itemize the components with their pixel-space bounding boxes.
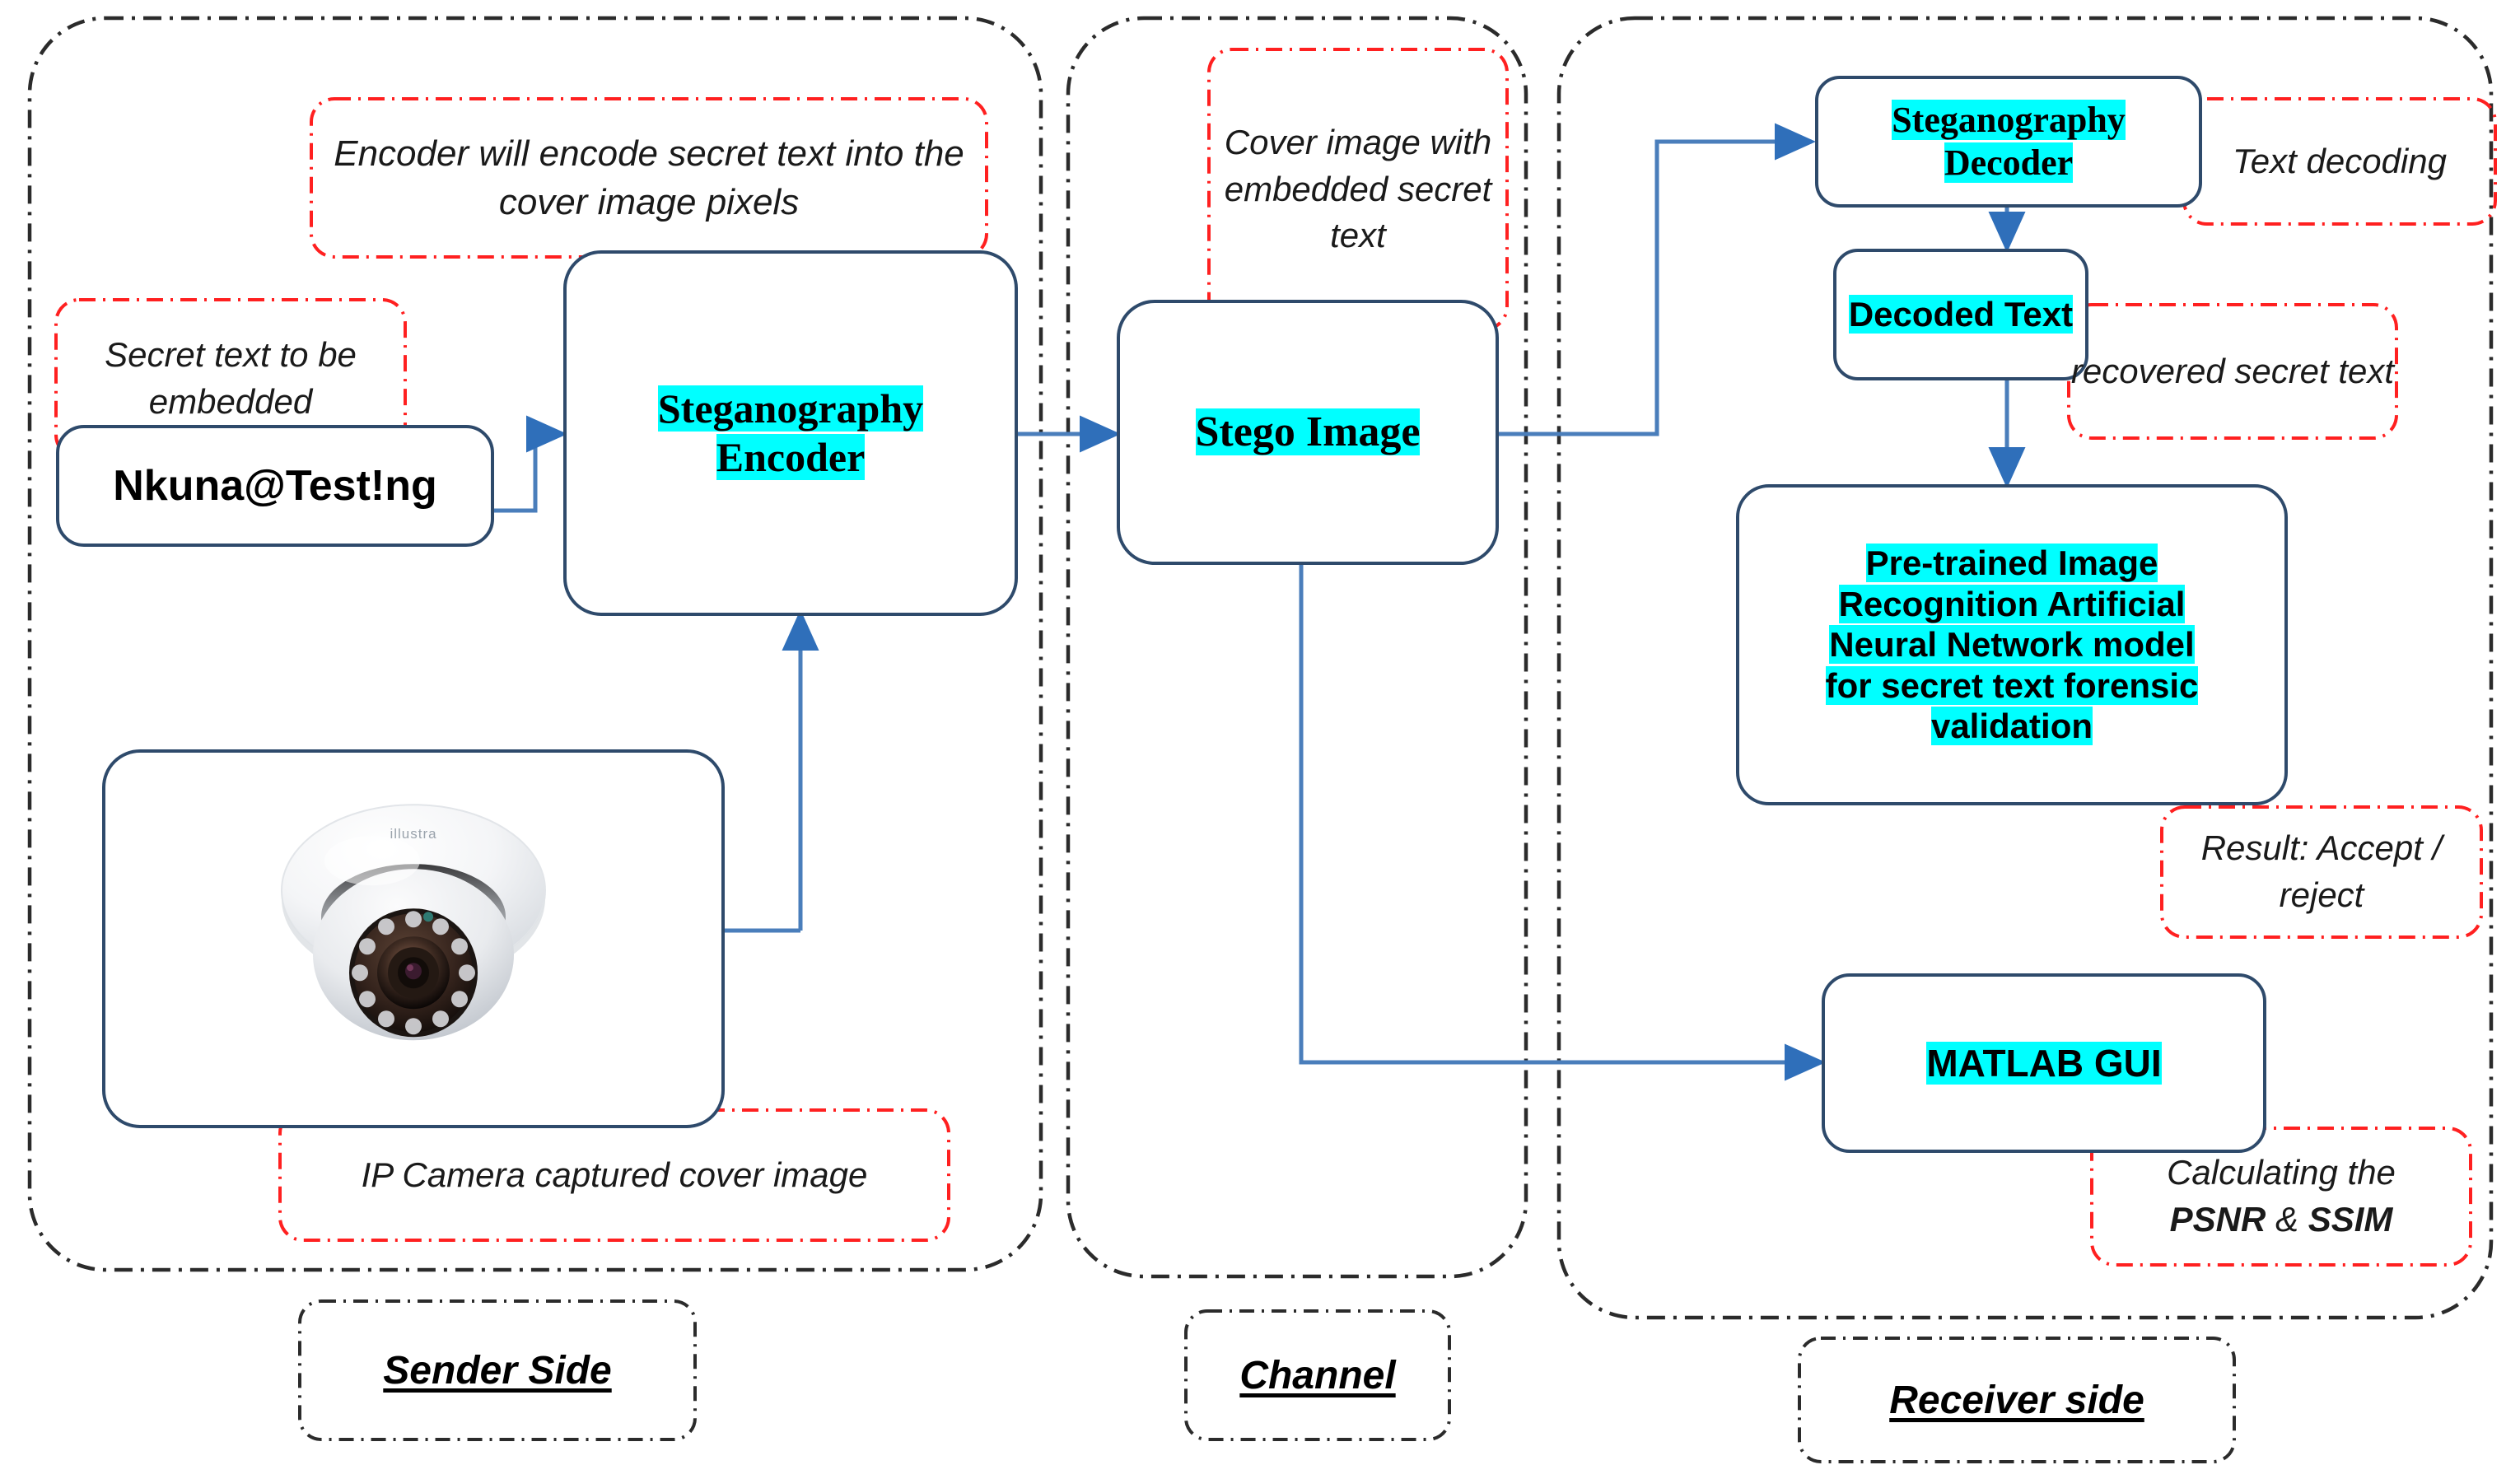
callout-cover-image-note: Cover image with embedded secret text [1224, 122, 1492, 255]
ann-label-line5: validation [1930, 707, 2093, 746]
ann-label-line2: Recognition Artificial [1838, 584, 2186, 623]
ip-camera-box[interactable]: illustra [102, 749, 725, 1128]
ann-model-box[interactable]: Pre-trained Image Recognition Artificial… [1736, 484, 2288, 805]
matlab-gui-label: MATLAB GUI [1926, 1041, 2162, 1085]
ann-label-line1: Pre-trained Image [1865, 544, 2158, 583]
callout-text-decoding-note: Text decoding [2233, 141, 2447, 180]
callout-recovered-note: recovered secret text [2070, 351, 2395, 390]
callout-secret-text-note: Secret text to be embedded [105, 335, 357, 421]
callout-result-note: Result: Accept / reject [2200, 828, 2443, 914]
psnr-note-amp: & [2275, 1200, 2299, 1239]
steganography-decoder-box[interactable]: Steganography Decoder [1815, 76, 2202, 208]
encoder-label-line1: Steganography [657, 385, 924, 432]
decoder-label-line2: Decoder [1944, 142, 2074, 183]
connector-stego-to-decoder [1499, 123, 1816, 436]
group-title-sender: Sender Side [383, 1348, 612, 1393]
dome-camera-icon [281, 804, 546, 1041]
matlab-gui-box[interactable]: MATLAB GUI [1822, 973, 2266, 1153]
secret-text-box[interactable]: Nkuna@Test!ng [56, 425, 494, 547]
camera-brand-label: illustra [390, 826, 437, 842]
decoded-text-box[interactable]: Decoded Text [1833, 249, 2088, 380]
ann-label-line3: Neural Network model [1829, 625, 2195, 665]
connector-camera-to-encoder [725, 609, 819, 933]
steganography-encoder-box[interactable]: Steganography Encoder [563, 250, 1018, 616]
psnr-note-bold2: SSIM [2308, 1200, 2393, 1239]
callout-encoder-note: Encoder will encode secret text into the… [334, 133, 964, 222]
secret-text-value: Nkuna@Test!ng [113, 462, 437, 510]
connector-secret-to-encoder [494, 415, 567, 513]
group-title-channel: Channel [1239, 1353, 1396, 1397]
callout-psnr-note: Calculating the PSNR & SSIM [2092, 1128, 2471, 1265]
stego-image-box[interactable]: Stego Image [1117, 300, 1499, 565]
stego-image-label: Stego Image [1195, 408, 1421, 456]
callout-camera-note: IP Camera captured cover image [361, 1155, 868, 1194]
ip-camera-illustration: illustra [249, 793, 578, 1073]
encoder-label-line2: Encoder [716, 434, 866, 480]
decoded-text-label: Decoded Text [1848, 295, 2074, 334]
decoder-label-line1: Steganography [1892, 100, 2126, 141]
psnr-note-bold1: PSNR [2169, 1200, 2266, 1239]
psnr-note-prefix: Calculating the [2167, 1153, 2396, 1192]
group-title-receiver: Receiver side [1889, 1378, 2144, 1422]
ann-label-line4: for secret text forensic [1825, 665, 2199, 705]
